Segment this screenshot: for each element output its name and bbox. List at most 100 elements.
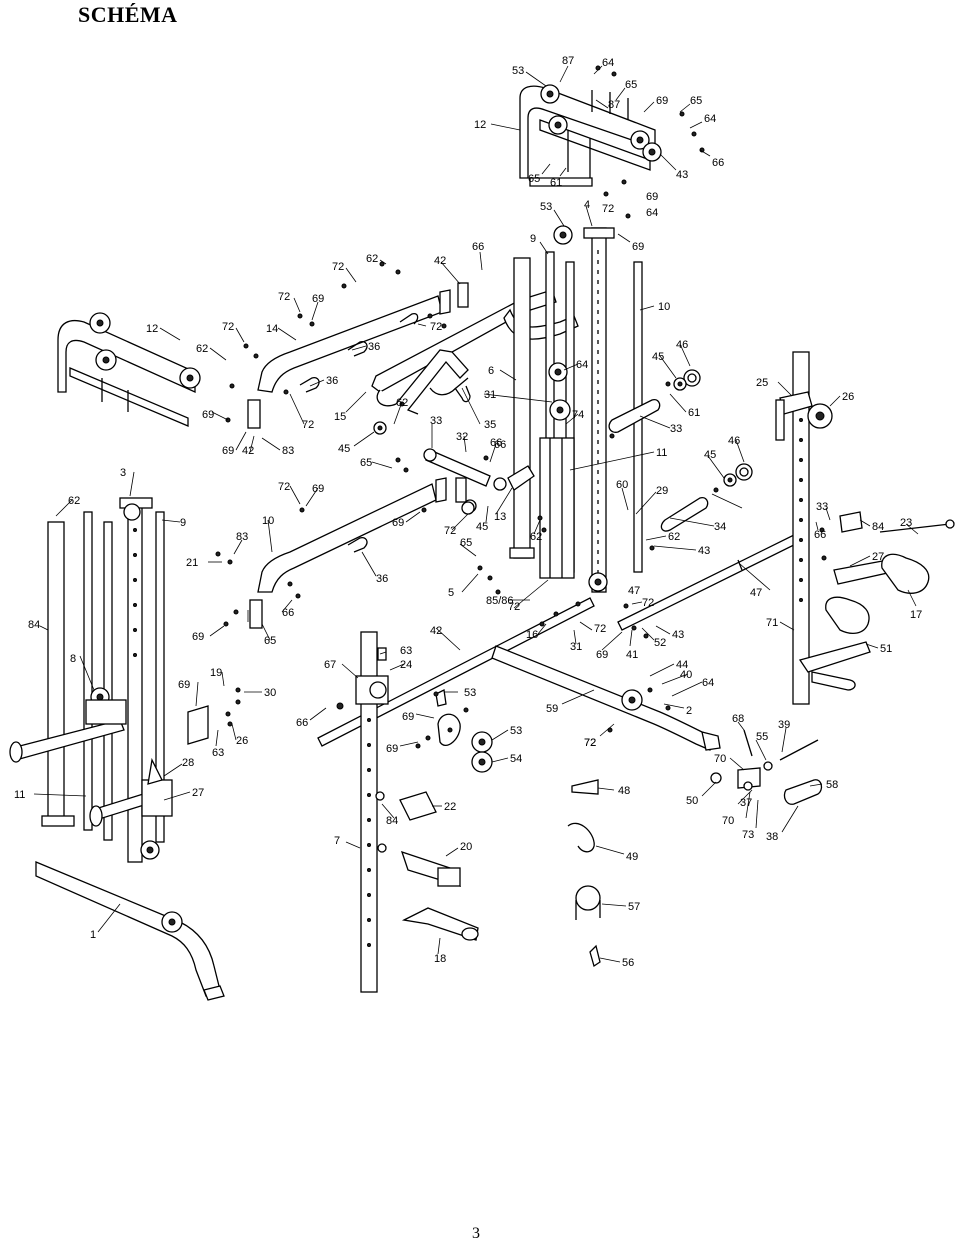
part-callout: 21 — [186, 557, 198, 569]
part-callout: 62 — [196, 343, 208, 355]
curved-arm-14 — [247, 282, 469, 429]
part-callout: 66 — [472, 241, 484, 253]
part-callout: 8 — [70, 653, 76, 665]
left-top-frame — [57, 312, 201, 427]
part-callout: 37 — [740, 797, 752, 809]
part-callout: 64 — [646, 207, 658, 219]
part-callout: 43 — [672, 629, 684, 641]
part-callout: 62 — [396, 397, 408, 409]
part-callout: 7 — [334, 835, 340, 847]
part-callout: 38 — [766, 831, 778, 843]
part-callout: 19 — [210, 667, 222, 679]
part-callout: 50 — [686, 795, 698, 807]
part-callout: 65 — [360, 457, 372, 469]
part-callout: 6 — [488, 365, 494, 377]
part-callout: 45 — [652, 351, 664, 363]
part-callout: 64 — [704, 113, 716, 125]
part-callout: 64 — [602, 57, 614, 69]
part-callout: 67 — [324, 659, 336, 671]
part-callout: 84 — [28, 619, 40, 631]
part-callout: 66 — [712, 157, 724, 169]
part-callout: 25 — [756, 377, 768, 389]
part-callout: 65 — [460, 537, 472, 549]
part-callout: 69 — [192, 631, 204, 643]
part-callout: 1 — [90, 929, 96, 941]
part-callout: 10 — [262, 515, 274, 527]
hooks-36 — [299, 312, 471, 553]
part-callout: 83 — [236, 531, 248, 543]
part-callout: 33 — [430, 415, 442, 427]
part-callout: 62 — [68, 495, 80, 507]
part-callout: 83 — [282, 445, 294, 457]
part-callout: 84 — [872, 521, 884, 533]
part-callout: 62 — [668, 531, 680, 543]
right-upright-8 — [775, 351, 833, 705]
part-callout: 23 — [900, 517, 912, 529]
part-callout: 32 — [456, 431, 468, 443]
part-callout: 26 — [842, 391, 854, 403]
part-callout: 65 — [528, 173, 540, 185]
holes-7 — [367, 718, 371, 947]
part-callout: 66 — [814, 529, 826, 541]
part-callout: 28 — [182, 757, 194, 769]
part-callout: 66 — [296, 717, 308, 729]
part-callout: 62 — [366, 253, 378, 265]
part-callout: 69 — [632, 241, 644, 253]
part-callout: 36 — [326, 375, 338, 387]
part-callout: 47 — [628, 585, 640, 597]
part-callout: 72 — [444, 525, 456, 537]
part-callout: 69 — [596, 649, 608, 661]
part-callout: 52 — [654, 637, 666, 649]
part-callout: 53 — [540, 201, 552, 213]
part-callout: 68 — [732, 713, 744, 725]
part-callout: 20 — [460, 841, 472, 853]
part-callout: 72 — [222, 321, 234, 333]
part-callout: 69 — [178, 679, 190, 691]
collars-45-46 — [373, 369, 753, 515]
part-callout: 72 — [278, 481, 290, 493]
part-callout: 66 — [494, 439, 506, 451]
part-callout: 42 — [430, 625, 442, 637]
part-callout: 72 — [584, 737, 596, 749]
part-callout: 46 — [676, 339, 688, 351]
part-callout: 39 — [778, 719, 790, 731]
part-callout: 11 — [14, 789, 25, 801]
part-callout: 36 — [368, 341, 380, 353]
leader-lines — [33, 65, 919, 963]
part-callout: 18 — [434, 953, 446, 965]
part-callout: 43 — [698, 545, 710, 557]
holes-8 — [799, 418, 803, 602]
part-callout: 53 — [512, 65, 524, 77]
part-callout: 72 — [594, 623, 606, 635]
part-callout: 35 — [484, 419, 496, 431]
part-callout: 72 — [302, 419, 314, 431]
part-callout: 29 — [656, 485, 668, 497]
hardware-dots — [215, 65, 827, 749]
callout-labels: 53 87 64 65 12 87 69 65 64 66 43 65 61 6… — [14, 55, 922, 969]
part-callout: 69 — [312, 293, 324, 305]
part-callout: 72 — [642, 597, 654, 609]
part-callout: 71 — [766, 617, 778, 629]
part-callout: 33 — [816, 501, 828, 513]
part-callout: 34 — [714, 521, 726, 533]
part-callout: 36 — [376, 573, 388, 585]
part-callout: 73 — [742, 829, 754, 841]
part-callout: 60 — [616, 479, 628, 491]
part-callout: 49 — [626, 851, 638, 863]
part-callout: 69 — [656, 95, 668, 107]
part-callout: 72 — [508, 601, 520, 613]
part-callout: 27 — [872, 551, 884, 563]
part-callout: 47 — [750, 587, 762, 599]
part-callout: 65 — [625, 79, 637, 91]
part-callout: 66 — [282, 607, 294, 619]
part-callout: 41 — [626, 649, 638, 661]
part-callout: 69 — [646, 191, 658, 203]
part-callout: 56 — [622, 957, 634, 969]
part-callout: 63 — [400, 645, 412, 657]
part-callout: 69 — [386, 743, 398, 755]
part-callout: 53 — [510, 725, 522, 737]
bracket-30 — [187, 687, 241, 745]
part-callout: 61 — [688, 407, 700, 419]
part-callout: 72 — [584, 737, 596, 749]
